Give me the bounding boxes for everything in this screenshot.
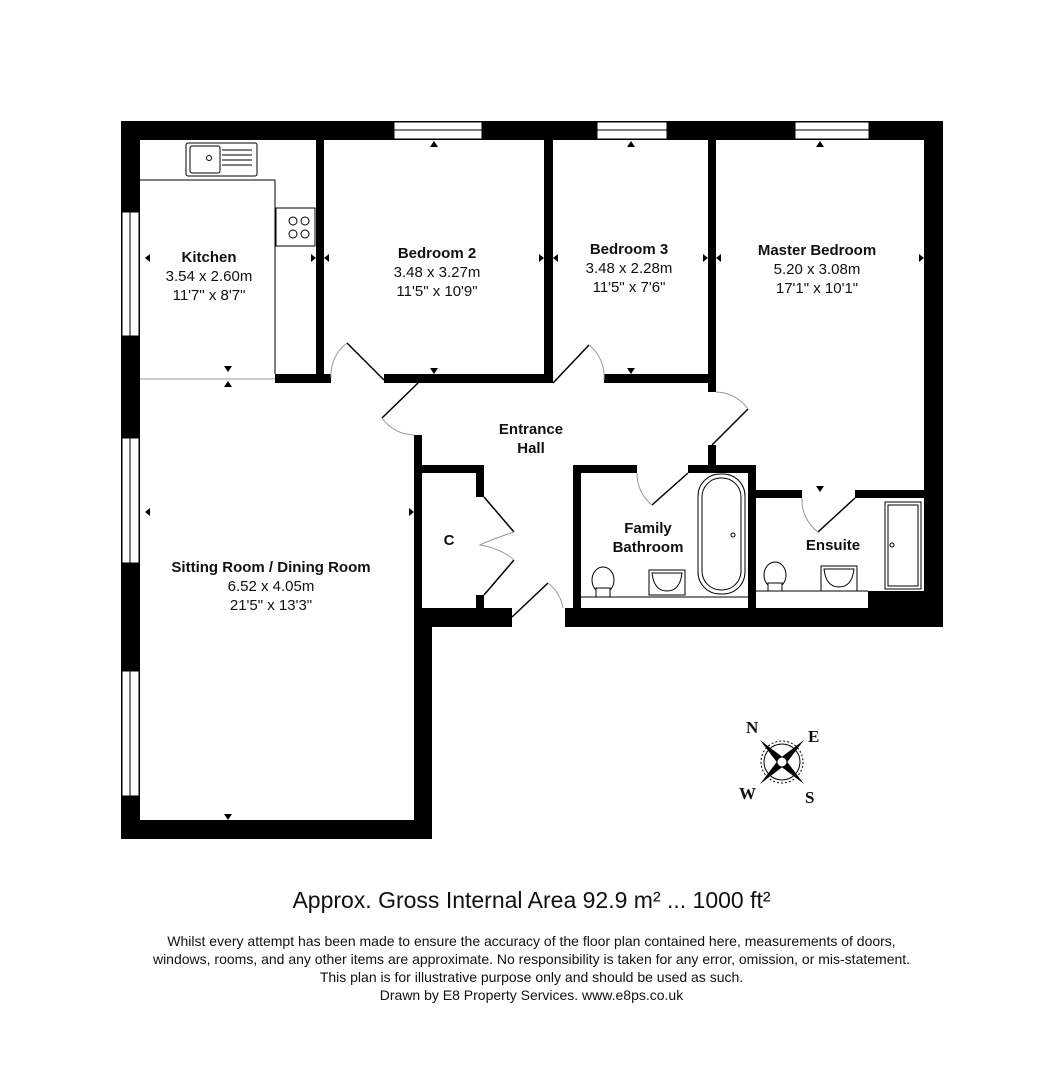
dimension-arrows	[145, 141, 924, 820]
bathroom-fittings	[581, 473, 922, 598]
room-master-bedroom: Master Bedroom 5.20 x 3.08m 17'1" x 10'1…	[758, 241, 876, 298]
compass-e: E	[808, 727, 820, 746]
room-ensuite: Ensuite	[806, 536, 860, 555]
room-family-bathroom: Family Bathroom	[613, 519, 684, 557]
room-kitchen: Kitchen 3.54 x 2.60m 11'7" x 8'7"	[166, 248, 253, 305]
doors	[330, 342, 856, 618]
gross-area: Approx. Gross Internal Area 92.9 m² ... …	[292, 887, 771, 913]
room-sitting-dining: Sitting Room / Dining Room 6.52 x 4.05m …	[171, 558, 370, 615]
room-name-2: Bathroom	[612, 539, 684, 556]
walls	[121, 121, 943, 839]
room-metric: 3.48 x 2.28m	[585, 260, 673, 277]
room-metric: 3.48 x 3.27m	[393, 264, 481, 281]
windows	[121, 121, 870, 797]
room-name: Master Bedroom	[757, 242, 877, 259]
room-imperial: 17'1" x 10'1"	[775, 280, 859, 297]
compass-icon	[760, 740, 804, 784]
room-imperial: 11'5" x 10'9"	[396, 283, 478, 300]
room-name: Ensuite	[805, 537, 861, 554]
room-name: Sitting Room / Dining Room	[171, 559, 371, 576]
room-name: Entrance	[498, 421, 564, 438]
room-name: Kitchen	[181, 249, 237, 266]
room-name: Bedroom 2	[397, 245, 477, 262]
compass-s: S	[805, 788, 815, 807]
room-bedroom-3: Bedroom 3 3.48 x 2.28m 11'5" x 7'6"	[586, 240, 673, 297]
room-name: Bedroom 3	[589, 241, 669, 258]
room-cupboard: C	[444, 531, 455, 550]
room-name: Family	[624, 520, 672, 537]
room-imperial: 11'5" x 7'6"	[592, 279, 666, 296]
room-metric: 6.52 x 4.05m	[227, 578, 315, 595]
room-name: C	[443, 532, 455, 549]
room-name-2: Hall	[517, 440, 545, 457]
compass-w: W	[739, 784, 756, 803]
disclaimer-line: This plan is for illustrative purpose on…	[319, 969, 744, 985]
room-imperial: 11'7" x 8'7"	[172, 287, 246, 304]
disclaimer-line: Whilst every attempt has been made to en…	[167, 933, 896, 949]
room-metric: 3.54 x 2.60m	[165, 268, 253, 285]
disclaimer: Whilst every attempt has been made to en…	[0, 932, 1063, 1004]
compass-n: N	[746, 718, 759, 737]
room-imperial: 21'5" x 13'3"	[229, 597, 313, 614]
kitchen-fittings	[140, 142, 316, 380]
credit-line: Drawn by E8 Property Services. www.e8ps.…	[379, 987, 684, 1003]
room-bedroom-2: Bedroom 2 3.48 x 3.27m 11'5" x 10'9"	[394, 244, 481, 301]
room-entrance-hall: Entrance Hall	[499, 420, 563, 458]
room-metric: 5.20 x 3.08m	[773, 261, 861, 278]
disclaimer-line: windows, rooms, and any other items are …	[152, 951, 911, 967]
